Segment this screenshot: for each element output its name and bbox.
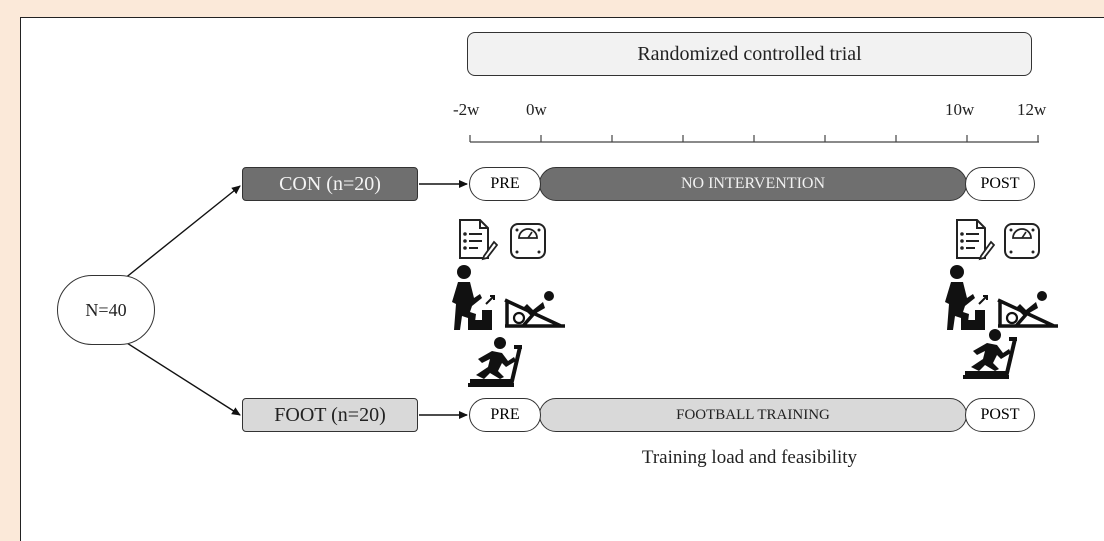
treadmill-icon <box>468 337 522 387</box>
scale-icon <box>1004 223 1040 259</box>
connector-lines <box>118 135 1039 419</box>
trial-title-box: Randomized controlled trial <box>467 32 1032 76</box>
con-post-pill: POST <box>965 167 1035 201</box>
timeline-ticks <box>469 135 1039 142</box>
arrow-to-con <box>118 185 241 284</box>
rowing-machine-icon <box>997 291 1058 328</box>
questionnaire-icon <box>956 219 995 261</box>
con-group-box: CON (n=20) <box>242 167 418 201</box>
stair-climb-icon <box>452 265 495 330</box>
questionnaire-icon <box>459 219 498 261</box>
diagram-canvas: Randomized controlled trial -2w 0w 10w 1… <box>20 17 1104 541</box>
timeline-label-0w: 0w <box>526 100 547 119</box>
scale-icon <box>510 223 546 259</box>
foot-post-pill: POST <box>965 398 1035 432</box>
timeline-label-minus2w: -2w <box>453 100 480 119</box>
arrow-to-foot <box>118 337 241 416</box>
con-intervention-bar: NO INTERVENTION <box>539 167 967 201</box>
con-pre-pill: PRE <box>469 167 541 201</box>
rowing-machine-icon <box>504 291 565 328</box>
foot-group-box: FOOT (n=20) <box>242 398 418 432</box>
total-participants-node: N=40 <box>57 275 155 345</box>
treadmill-icon <box>963 329 1017 379</box>
foot-pre-pill: PRE <box>469 398 541 432</box>
footnote-text: Training load and feasibility <box>641 447 858 468</box>
timeline-label-10w: 10w <box>945 100 975 119</box>
timeline-label-12w: 12w <box>1017 100 1047 119</box>
stair-climb-icon <box>945 265 988 330</box>
foot-intervention-bar: FOOTBALL TRAINING <box>539 398 967 432</box>
